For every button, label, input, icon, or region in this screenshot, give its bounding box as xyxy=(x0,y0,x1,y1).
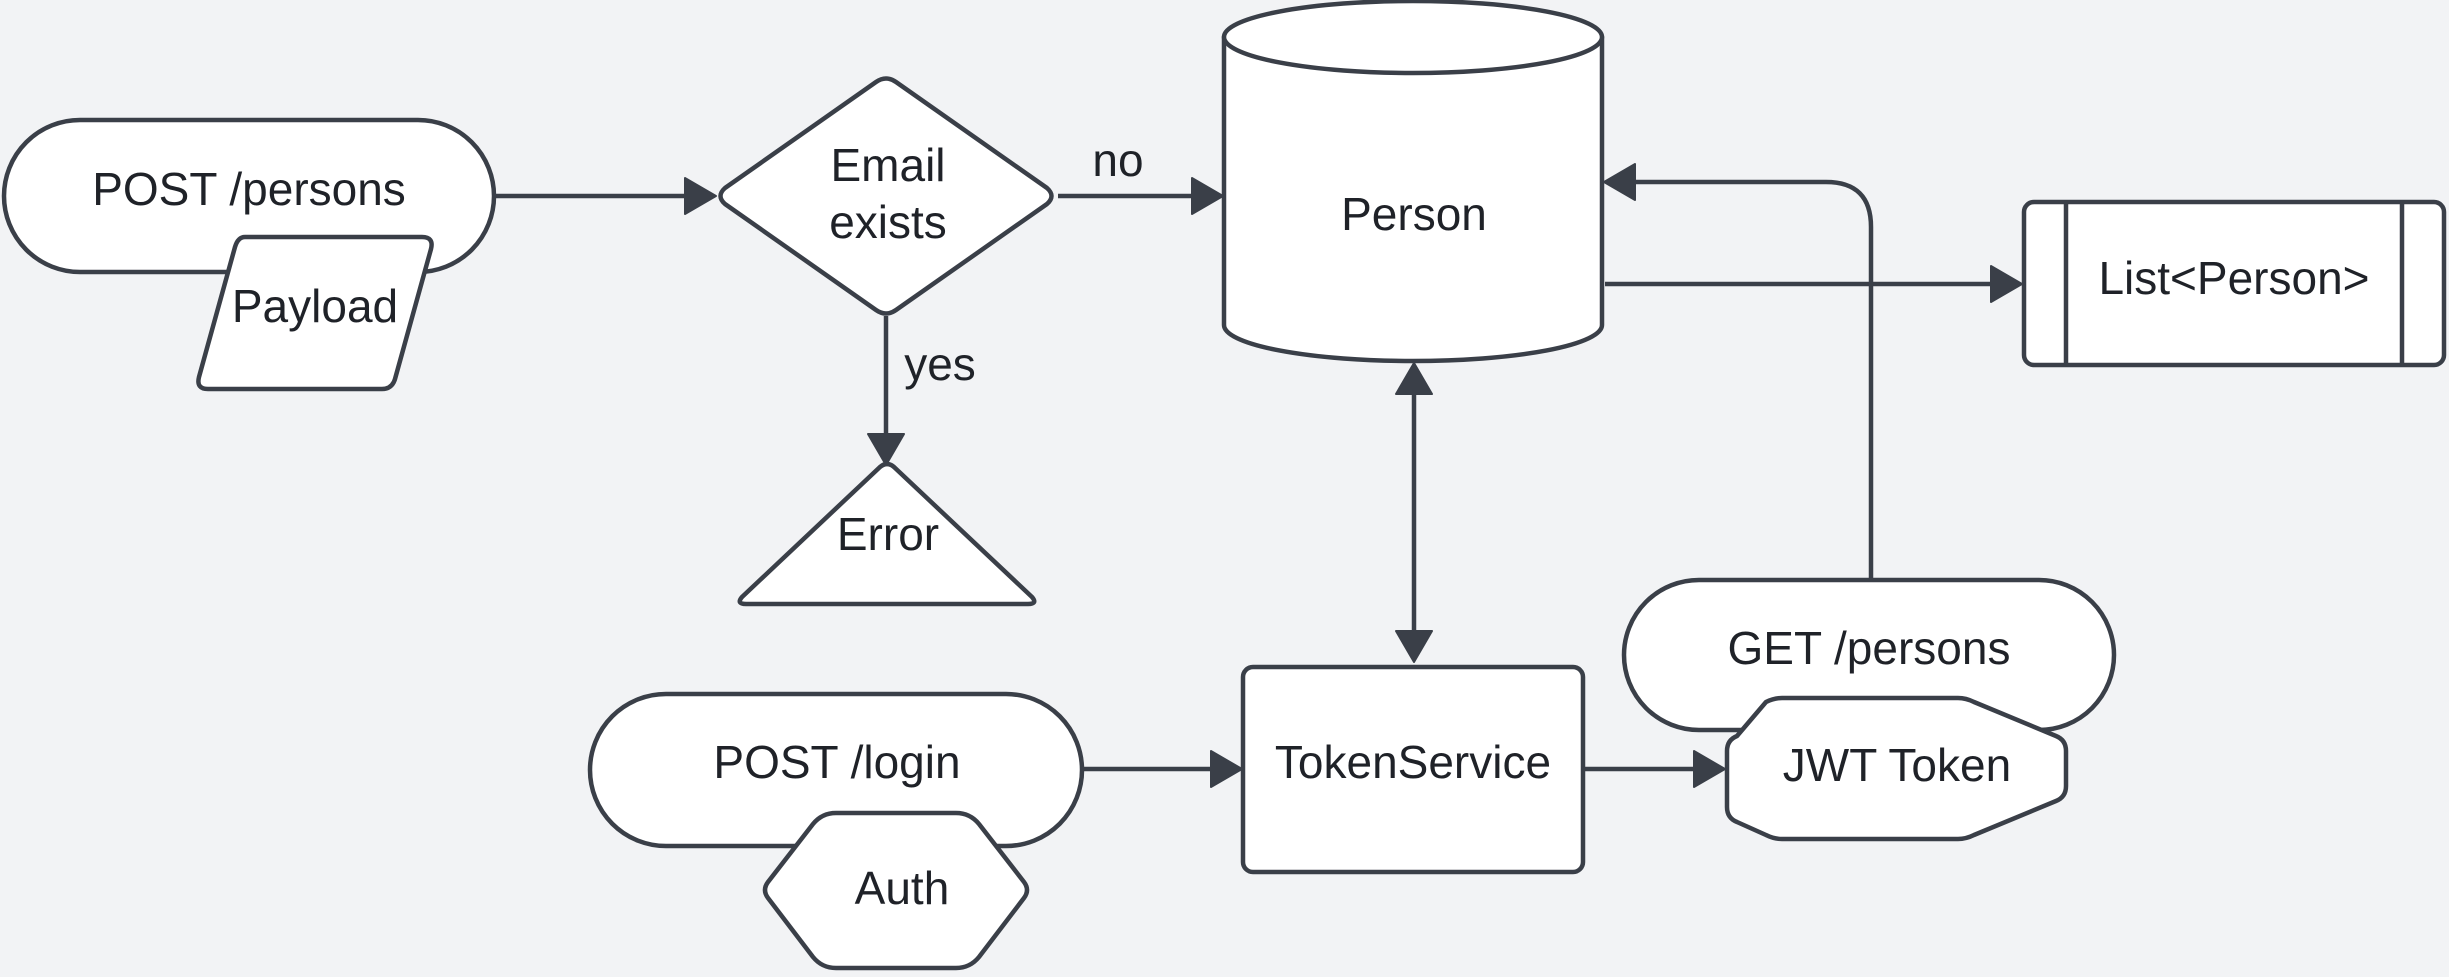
node-person: Person xyxy=(1221,0,1605,364)
auth-label: Auth xyxy=(855,862,950,914)
person-cylinder-body xyxy=(1221,34,1605,364)
post-persons-label: POST /persons xyxy=(92,163,406,215)
arrowhead-tokenservice xyxy=(1210,750,1243,788)
get-persons-label: GET /persons xyxy=(1728,622,2011,674)
email-exists-label-line2: exists xyxy=(829,196,947,248)
payload-shape xyxy=(196,234,434,392)
email-exists-label-line1: Email xyxy=(830,139,945,191)
arrowhead-email-exists xyxy=(684,177,717,215)
jwt-token-label: JWT Token xyxy=(1783,739,2011,791)
person-label: Person xyxy=(1341,188,1487,240)
edge-label-yes: yes xyxy=(904,338,976,390)
error-shape xyxy=(737,461,1037,607)
node-email-exists: Email exists xyxy=(718,76,1054,316)
node-get-persons: GET /persons xyxy=(1621,577,2117,733)
token-service-shape xyxy=(1240,664,1586,875)
edges: no yes xyxy=(493,134,2023,788)
arrowhead-jwt xyxy=(1693,750,1726,788)
edge-label-no: no xyxy=(1092,134,1143,186)
arrowhead-person-from-email xyxy=(1191,177,1224,215)
post-login-label: POST /login xyxy=(713,736,960,788)
jwt-token-shape xyxy=(1724,695,2069,842)
arrowhead-person-from-get xyxy=(1603,163,1636,201)
node-error: Error xyxy=(737,461,1037,607)
node-payload: Payload xyxy=(196,234,434,392)
node-list-person: List<Person> xyxy=(2021,199,2447,368)
list-person-label: List<Person> xyxy=(2098,252,2369,304)
node-auth: Auth xyxy=(762,810,1030,971)
arrowhead-person-from-tokenservice xyxy=(1395,362,1433,395)
edge-get-persons-to-person xyxy=(1632,179,1874,580)
email-exists-shape xyxy=(718,76,1054,316)
payload-label: Payload xyxy=(232,280,398,332)
auth-shape xyxy=(762,810,1030,971)
arrowhead-error xyxy=(867,433,905,466)
node-token-service: TokenService xyxy=(1240,664,1586,875)
person-cylinder-top xyxy=(1221,0,1605,76)
node-post-persons: POST /persons xyxy=(1,117,497,275)
list-person-shape xyxy=(2021,199,2447,368)
node-jwt-token: JWT Token xyxy=(1724,695,2069,842)
error-label: Error xyxy=(837,508,939,560)
arrowhead-tokenservice-from-person xyxy=(1395,630,1433,663)
arrowhead-list xyxy=(1990,265,2023,303)
token-service-label: TokenService xyxy=(1275,736,1551,788)
node-post-login: POST /login xyxy=(587,691,1085,849)
